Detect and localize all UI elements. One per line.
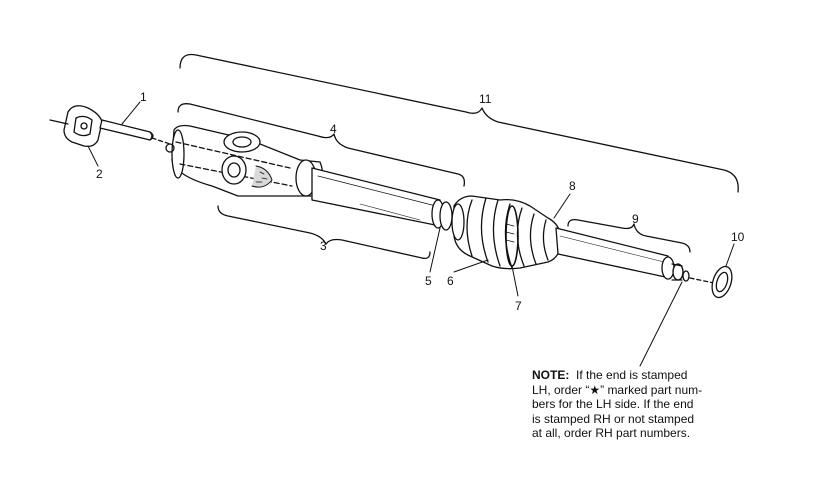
outer-shaft-part [555, 227, 690, 282]
axis-line-left [49, 119, 69, 125]
washer-part [711, 265, 733, 299]
note-line-3: bers for the LH side. If the end [532, 397, 694, 411]
note-line-1: NOTE: If the end is stamped [532, 368, 782, 383]
callout-6: 6 [447, 274, 454, 288]
flange-plate-part [63, 105, 103, 148]
bracket-4 [177, 103, 466, 187]
note-line-5: at all, order RH part numbers. [532, 426, 691, 440]
inner-clamp-part [431, 199, 453, 231]
callout-1: 1 [140, 90, 147, 104]
callout-8: 8 [569, 179, 576, 193]
callout-10: 10 [731, 230, 745, 244]
pin-part [99, 119, 154, 141]
note-line-4: is stamped RH or not stamped [532, 411, 695, 426]
ordering-note: NOTE: If the end is stamped LH, order “★… [532, 368, 782, 441]
boot-part [451, 195, 563, 270]
callout-5: 5 [425, 274, 432, 288]
axle-shaft [311, 167, 441, 227]
bracket-9 [567, 218, 691, 253]
callout-4: 4 [330, 122, 337, 136]
bracket-3 [217, 205, 431, 260]
note-line-2: LH, order “★” marked part num- [532, 382, 703, 397]
note-text-1: If the end is stamped [576, 368, 688, 382]
bracket-11 [179, 53, 739, 193]
callout-2: 2 [96, 167, 103, 181]
callout-9: 9 [632, 212, 639, 226]
note-label: NOTE: [532, 368, 570, 382]
inner-joint-housing [165, 124, 324, 197]
axis-line-right [689, 277, 715, 284]
leader-lines [87, 101, 735, 367]
callout-11: 11 [479, 92, 492, 106]
callout-7: 7 [515, 299, 522, 313]
callout-3: 3 [320, 239, 327, 253]
